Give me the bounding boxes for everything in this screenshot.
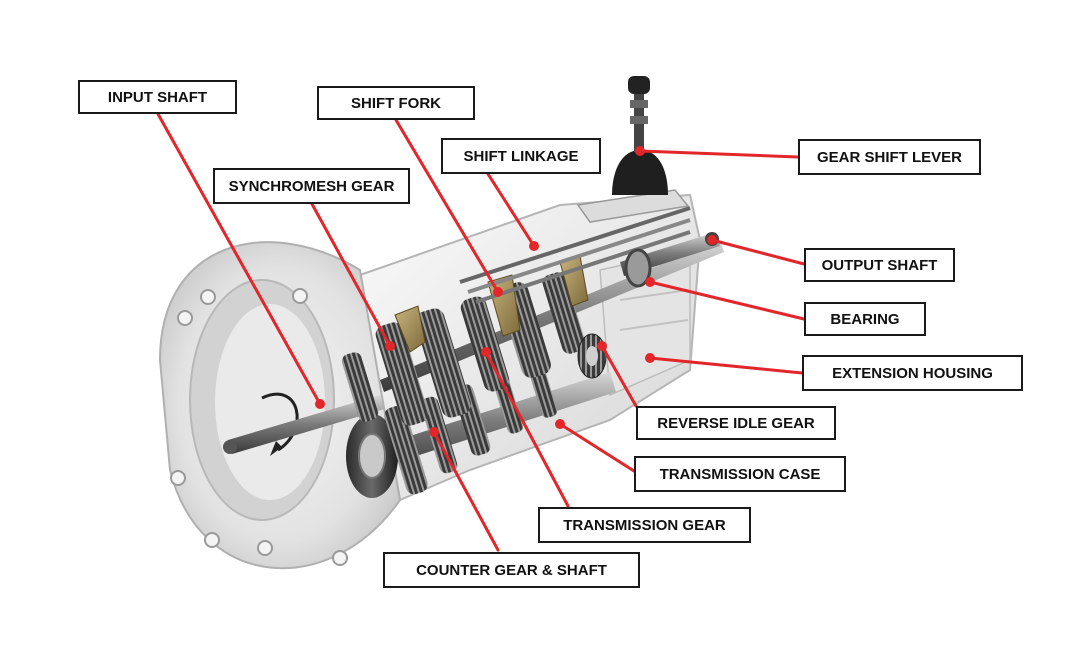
counter-gear-part (346, 364, 616, 498)
dot-input-shaft (315, 399, 325, 409)
shift-linkage-rails (459, 206, 691, 304)
label-shift-fork: SHIFT FORK (317, 86, 475, 120)
label-shift-linkage: SHIFT LINKAGE (441, 138, 601, 174)
label-synchromesh-gear: SYNCHROMESH GEAR (213, 168, 410, 204)
label-extension-housing: EXTENSION HOUSING (802, 355, 1023, 391)
label-input-shaft: INPUT SHAFT (78, 80, 237, 114)
reverse-idle-gear-part (577, 333, 607, 379)
leader-synchromesh-gear (310, 202, 392, 348)
dot-synchromesh-gear (385, 341, 395, 351)
leader-shift-linkage (486, 172, 536, 248)
input-shaft-part (223, 395, 384, 454)
label-bearing: BEARING (804, 302, 926, 336)
label-output-shaft: OUTPUT SHAFT (804, 248, 955, 282)
leader-input-shaft (156, 112, 322, 406)
leader-shift-fork (394, 118, 500, 294)
gear-shift-lever-part (576, 76, 690, 223)
label-transmission-case: TRANSMISSION CASE (634, 456, 846, 492)
leader-bearing (648, 280, 806, 321)
dot-shift-fork (493, 287, 503, 297)
dot-shift-linkage (529, 241, 539, 251)
label-reverse-idle-gear: REVERSE IDLE GEAR (636, 406, 836, 440)
dot-extension-housing (645, 353, 655, 363)
leader-transmission-gear (484, 350, 570, 508)
leader-extension-housing (648, 356, 804, 375)
label-gear-shift-lever: GEAR SHIFT LEVER (798, 139, 981, 175)
leader-counter-gear-shaft (432, 430, 500, 552)
label-transmission-gear: TRANSMISSION GEAR (538, 507, 751, 543)
leader-gear-shift-lever (638, 149, 800, 159)
leader-output-shaft (710, 238, 806, 266)
dot-reverse-idle-gear (597, 341, 607, 351)
dot-transmission-case (555, 419, 565, 429)
leader-reverse-idle-gear (600, 344, 638, 408)
dot-counter-gear-shaft (429, 427, 439, 437)
dot-bearing (645, 277, 655, 287)
dot-output-shaft (707, 235, 717, 245)
leader-transmission-case (558, 422, 636, 473)
dot-gear-shift-lever (635, 146, 645, 156)
rotation-arrow-icon (261, 392, 299, 456)
bell-housing (158, 241, 402, 570)
dot-transmission-gear (481, 347, 491, 357)
label-counter-gear-shaft: COUNTER GEAR & SHAFT (383, 552, 640, 588)
